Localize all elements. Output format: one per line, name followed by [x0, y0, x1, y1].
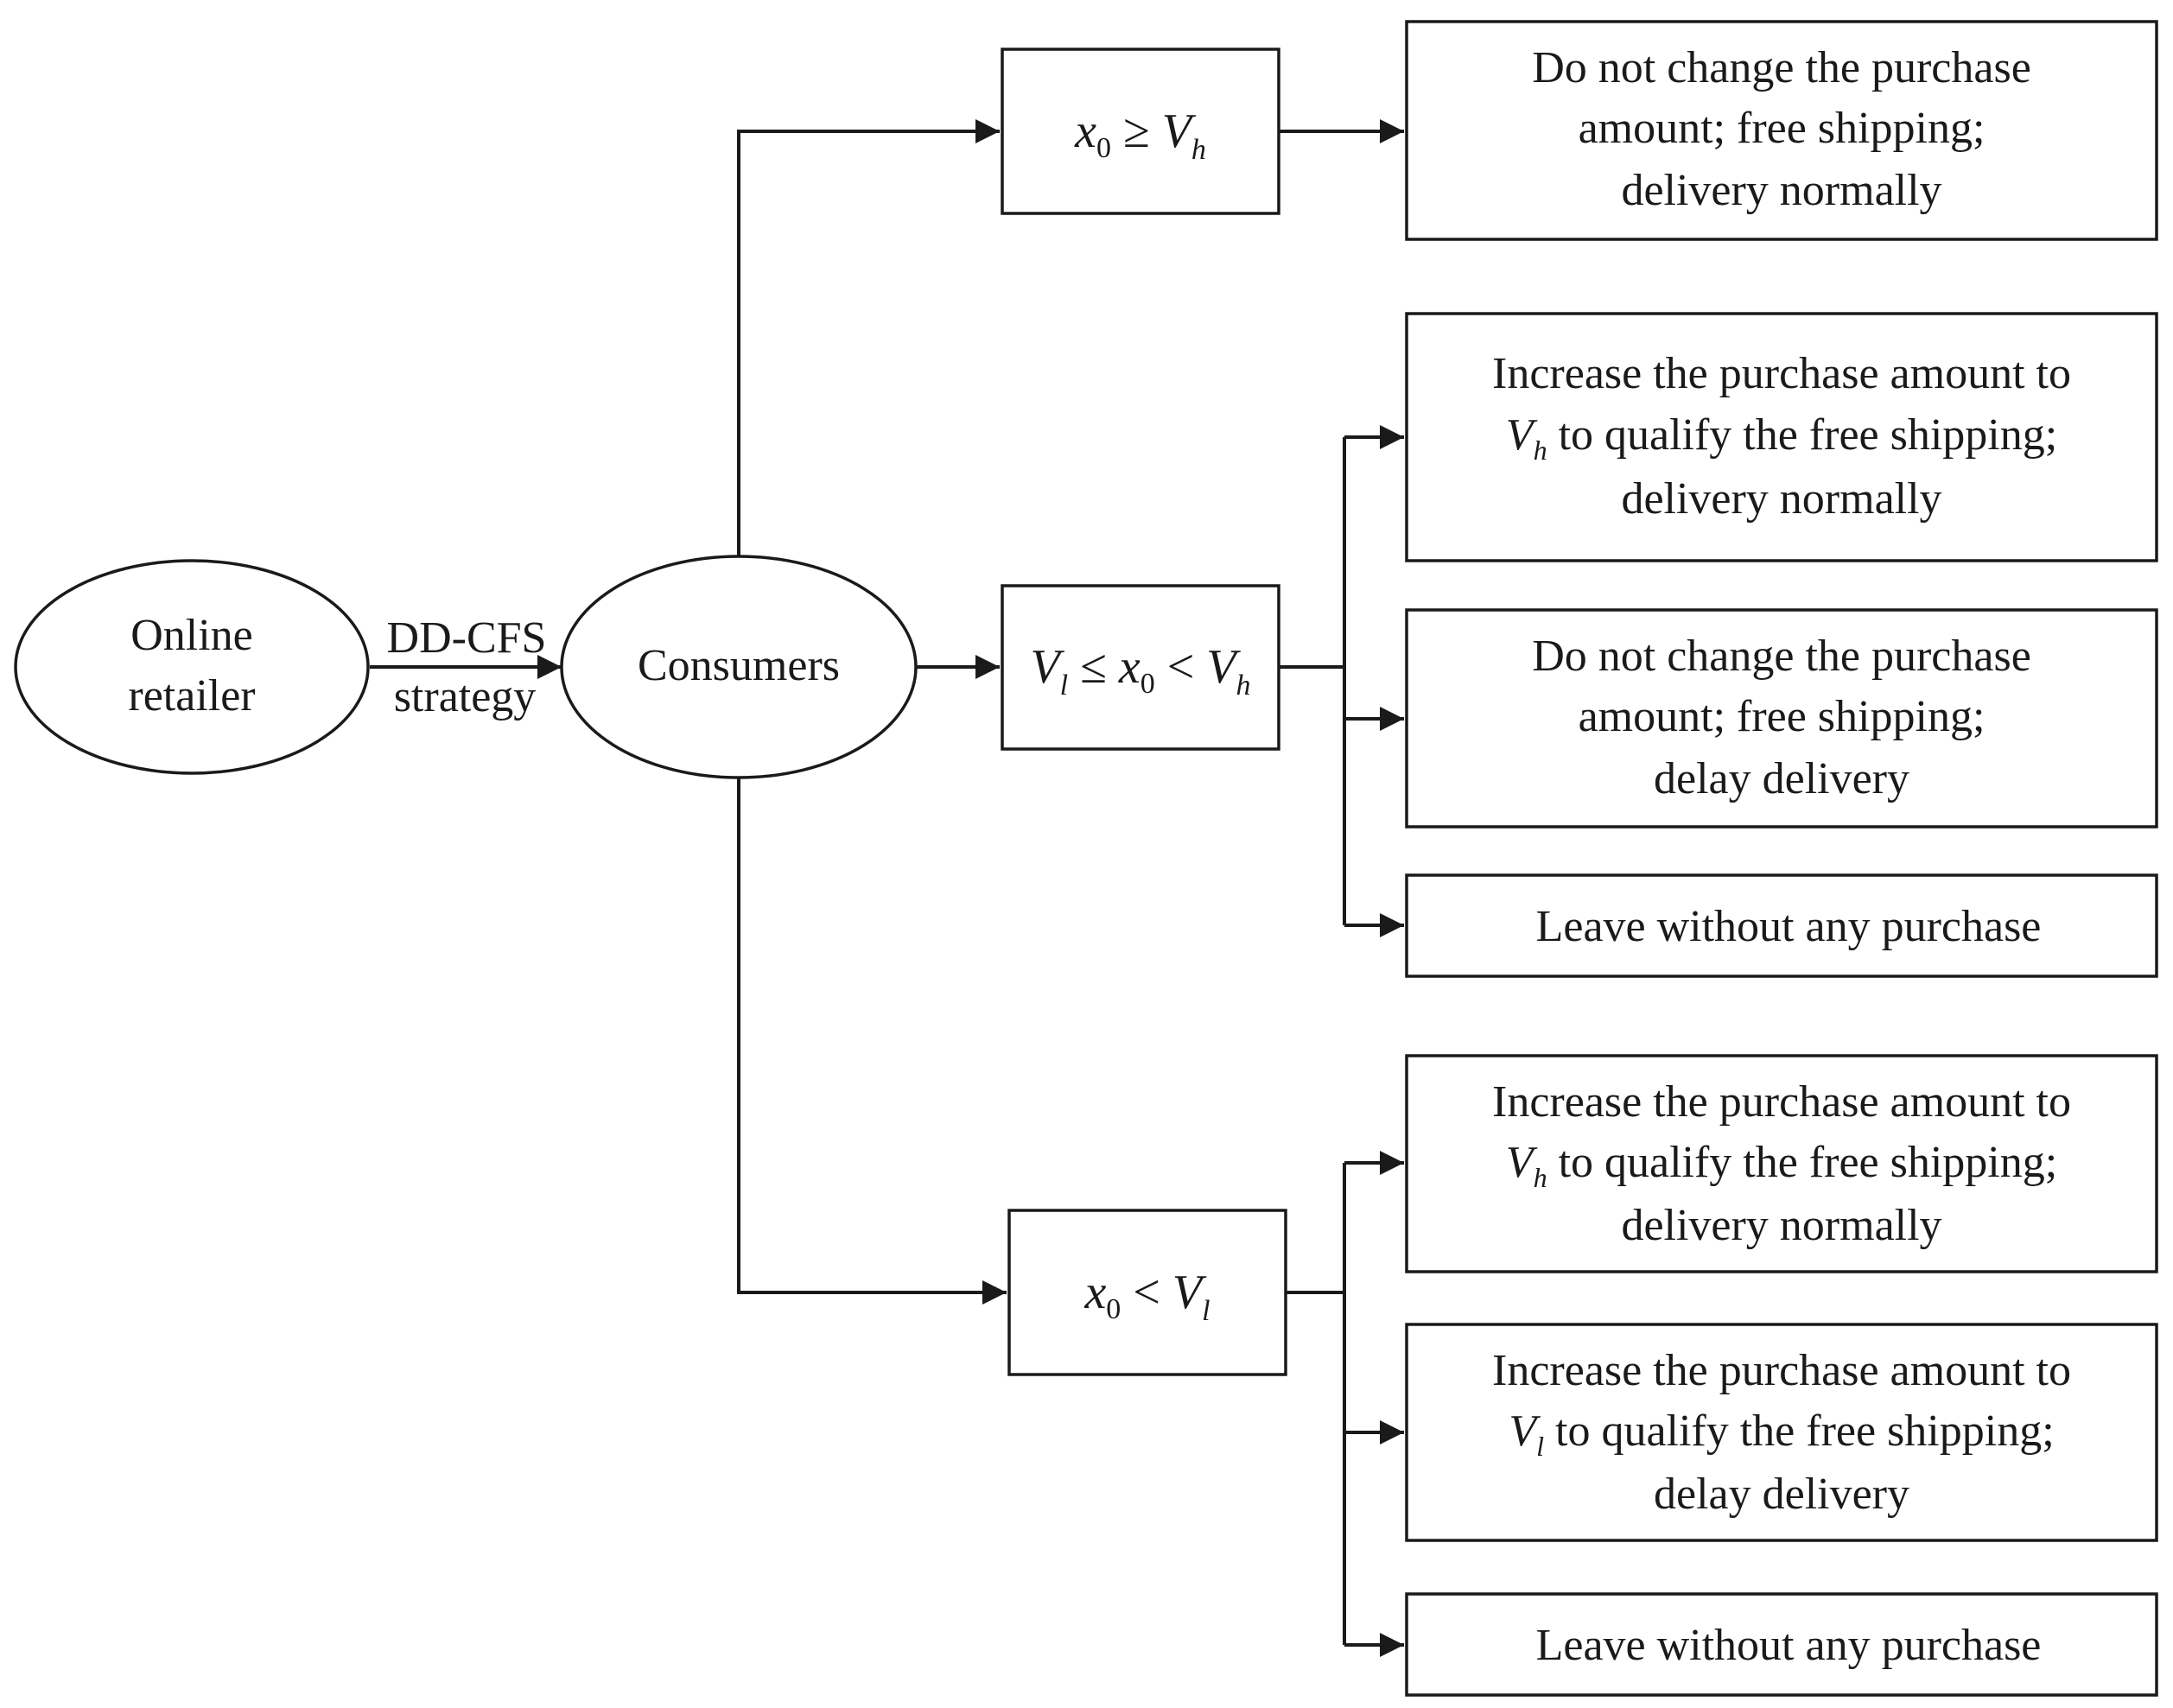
cond-low-v: V [1172, 1266, 1207, 1319]
connectors [370, 119, 1404, 1657]
cond-high-v: V [1162, 105, 1197, 158]
outcome-box-3: Do not change the purchase amount; free … [1405, 608, 2158, 829]
condition-high-formula: x0 ≥ Vh [1074, 105, 1206, 166]
cond-mid-vl-sub: l [1060, 670, 1068, 702]
cond-mid-op2: < [1155, 640, 1207, 694]
cond-mid-vh: V [1206, 640, 1241, 694]
node-condition-low: x0 < Vl [1007, 1209, 1287, 1376]
outcome-2-line2: Vh to qualify the free shipping; [1506, 410, 2057, 466]
outcome-5-line3: delivery normally [1621, 1201, 1941, 1250]
outcome-2-line3: delivery normally [1621, 474, 1941, 524]
outcome-6-box [1405, 1323, 2158, 1542]
cond-low-x: x [1083, 1266, 1106, 1319]
outcome-1-box [1405, 20, 2158, 241]
outcome-7-box [1405, 1592, 2158, 1697]
outcome-1-line1: Do not change the purchase [1532, 43, 2031, 92]
outcome-box-6: Increase the purchase amount to Vl to qu… [1405, 1323, 2158, 1542]
outcome-4-box [1405, 873, 2158, 978]
cond-mid-x-sub: 0 [1141, 668, 1155, 700]
outcome-2-v: V [1506, 410, 1538, 460]
node-online-retailer: Online retailer [14, 559, 370, 775]
online-retailer-line1: Online [130, 611, 253, 660]
cond-low-op: < [1121, 1266, 1172, 1319]
outcome-2-line1: Increase the purchase amount to [1492, 349, 2071, 398]
cond-low-v-sub: l [1202, 1295, 1210, 1327]
cond-mid-x: x [1118, 640, 1141, 694]
cond-mid-vh-sub: h [1236, 670, 1251, 702]
outcome-6-line2-rest: to qualify the free shipping; [1544, 1406, 2055, 1456]
cond-low-x-sub: 0 [1106, 1293, 1121, 1325]
outcome-3-line1: Do not change the purchase [1532, 632, 2031, 681]
strategy-label-line2: strategy [394, 672, 537, 721]
outcome-1-line3: delivery normally [1621, 166, 1941, 215]
outcome-2-box [1405, 312, 2158, 562]
edge-label-strategy: DD-CFS strategy [387, 613, 547, 721]
condition-high-box [1001, 48, 1280, 215]
condition-low-formula: x0 < Vl [1083, 1266, 1210, 1327]
outcome-5-v: V [1506, 1138, 1538, 1187]
outcome-6-line3: delay delivery [1654, 1470, 1909, 1519]
outcome-5-v-sub: h [1534, 1162, 1547, 1193]
node-consumers: Consumers [560, 555, 918, 779]
outcome-box-4: Leave without any purchase [1405, 873, 2158, 978]
cond-high-v-sub: h [1191, 134, 1206, 166]
outcome-3-line2: amount; free shipping; [1579, 692, 1986, 741]
node-condition-mid: Vl ≤ x0 < Vh [1001, 584, 1280, 751]
cond-high-op: ≥ [1111, 105, 1162, 158]
outcome-3-line3: delay delivery [1654, 754, 1909, 803]
condition-mid-formula: Vl ≤ x0 < Vh [1030, 640, 1250, 702]
outcome-box-7: Leave without any purchase [1405, 1592, 2158, 1697]
consumers-label: Consumers [638, 641, 840, 690]
outcome-5-line2: Vh to qualify the free shipping; [1506, 1138, 2057, 1193]
outcome-box-1: Do not change the purchase amount; free … [1405, 20, 2158, 241]
outcome-5-line1: Increase the purchase amount to [1492, 1077, 2071, 1127]
online-retailer-line2: retailer [128, 671, 255, 721]
outcome-box-5: Increase the purchase amount to Vh to qu… [1405, 1054, 2158, 1273]
outcome-7-line1: Leave without any purchase [1536, 1621, 2042, 1670]
strategy-label-line1: DD-CFS [387, 613, 547, 663]
outcome-1-line2: amount; free shipping; [1579, 104, 1986, 153]
connector-consumers-cond-low [737, 778, 1007, 1305]
condition-mid-box [1001, 584, 1280, 751]
connector-consumers-cond-high [737, 119, 1000, 556]
outcome-6-line1: Increase the purchase amount to [1492, 1346, 2071, 1395]
outcome-3-box [1405, 608, 2158, 829]
outcome-6-v: V [1509, 1406, 1541, 1456]
outcome-5-box [1405, 1054, 2158, 1273]
cond-high-x-sub: 0 [1096, 132, 1111, 164]
ellipse-consumers [560, 555, 918, 779]
outcome-5-line2-rest: to qualify the free shipping; [1547, 1138, 2058, 1187]
outcome-box-2: Increase the purchase amount to Vh to qu… [1405, 312, 2158, 562]
outcome-6-line2: Vl to qualify the free shipping; [1509, 1406, 2054, 1462]
outcome-2-line2-rest: to qualify the free shipping; [1547, 410, 2058, 460]
cond-mid-op1: ≤ [1068, 640, 1119, 694]
node-condition-high: x0 ≥ Vh [1001, 48, 1280, 215]
cond-high-x: x [1074, 105, 1096, 158]
outcome-2-v-sub: h [1534, 435, 1547, 466]
ellipse-online-retailer [14, 559, 370, 775]
outcome-4-line1: Leave without any purchase [1536, 902, 2042, 951]
cond-mid-vl: V [1030, 640, 1064, 694]
condition-low-box [1007, 1209, 1287, 1376]
outcome-6-v-sub: l [1536, 1431, 1544, 1462]
